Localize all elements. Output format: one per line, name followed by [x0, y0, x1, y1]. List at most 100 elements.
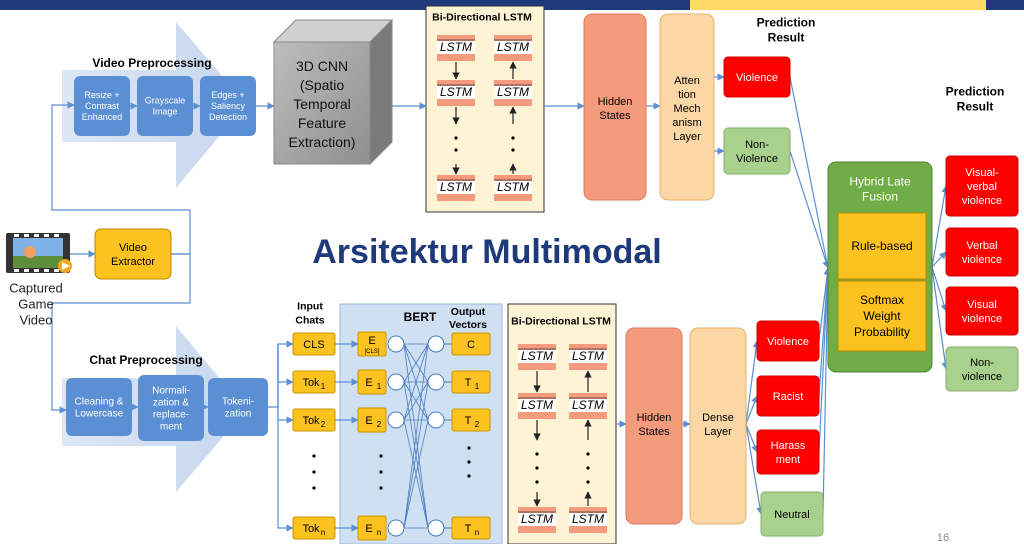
- input-token-label: Tok: [302, 523, 320, 535]
- video-preprocessing-step-2: [137, 76, 193, 136]
- video-lstm-cell: LSTM: [494, 35, 532, 61]
- arrow-to-fusion: [818, 267, 831, 342]
- final-non-violence-label: Non-violence: [962, 357, 1002, 383]
- arrow-to-token: [277, 344, 294, 532]
- embedding-label: E: [365, 377, 372, 389]
- top-bar: [0, 0, 1024, 10]
- arrow-to-fusion: [822, 267, 832, 515]
- film-hole: [14, 234, 19, 237]
- bert-neuron: [427, 411, 445, 429]
- lstm-cell-label: LSTM: [440, 180, 472, 194]
- video-lstm-cell: LSTM: [437, 80, 475, 106]
- arrow-fusion-to-final-verbal-violence: [931, 251, 947, 268]
- output-ellipsis-dot: [467, 474, 471, 478]
- lstm-cell-face: [437, 86, 475, 99]
- final-non-violence-box: [945, 346, 1019, 392]
- chat-neutral-box: [760, 491, 824, 537]
- chat-neutral-label: Neutral: [774, 509, 809, 521]
- embedding-label: E: [365, 523, 372, 535]
- video-non-violence-label: Non-Violence: [736, 139, 778, 165]
- film-hole: [44, 269, 49, 272]
- lstm-cell-label: LSTM: [497, 85, 529, 99]
- lstm-cell-face: [518, 350, 556, 363]
- lstm-cell-face: [569, 350, 607, 363]
- lstm-cell-label: LSTM: [572, 512, 604, 526]
- video-violence-box: [723, 56, 791, 98]
- chat-bilstm-title: Bi-Directional LSTM: [511, 316, 611, 328]
- arrow-to-fusion: [789, 76, 831, 269]
- chat-violence-box: [756, 320, 820, 362]
- cube-side: [369, 18, 393, 166]
- film-hole: [24, 269, 29, 272]
- connectors: [51, 61, 949, 532]
- bert-neuron: [427, 335, 445, 353]
- bert-connection: [403, 343, 429, 421]
- final-verbal-violence-box: [945, 227, 1019, 277]
- film-ground: [13, 256, 63, 268]
- lstm-cell-face: [494, 41, 532, 54]
- output-vector-box: [451, 408, 491, 432]
- lstm-cell-label: LSTM: [521, 349, 553, 363]
- nodes: LSTM LSTM LSTM LSTM LSTM LSTM LSTM LSTM LSTM LSTM…: [6, 13, 1019, 541]
- input-token-label: Tok: [302, 377, 320, 389]
- embedding-box: [357, 331, 387, 357]
- embedding-box: [357, 407, 387, 433]
- film-hole: [14, 269, 19, 272]
- embedding-box: [357, 515, 387, 541]
- lstm-cell-label: LSTM: [521, 398, 553, 412]
- video-non-violence-box: [723, 127, 791, 175]
- token-ellipsis-dot: [312, 486, 316, 490]
- film-hole: [34, 234, 39, 237]
- lstm-ellipsis-dot: [586, 452, 590, 456]
- lstm-cell-label: LSTM: [497, 40, 529, 54]
- chat-preprocessing-step-1: [66, 378, 132, 436]
- output-vector-box: [451, 516, 491, 540]
- embedding-ellipsis-dot: [379, 454, 383, 458]
- chat-preprocessing-step-label: Cleaning &Lowercase: [75, 397, 124, 420]
- bert-connection: [403, 381, 429, 421]
- play-icon: [62, 262, 70, 270]
- input-token-label: CLS: [303, 339, 324, 351]
- chat-racist-box: [756, 375, 820, 417]
- page-number: 16: [937, 532, 949, 544]
- lstm-cell-label: LSTM: [440, 40, 472, 54]
- output-vector-box: [451, 332, 491, 356]
- lstm-cell-label: LSTM: [572, 398, 604, 412]
- arrow-dense-to-chat-violence: [745, 340, 760, 425]
- bert-connection: [403, 343, 429, 383]
- chat-lstm-cell: LSTM: [518, 393, 556, 419]
- softmax-box: [837, 280, 927, 352]
- embedding-subscript: [CLS]: [364, 349, 379, 355]
- output-vector-subscript: n: [475, 528, 479, 537]
- chat-lstm-cell: LSTM: [518, 344, 556, 370]
- input-token-subscript: 1: [321, 382, 326, 391]
- embedding-subscript: 1: [377, 382, 382, 391]
- arrow-dense-to-chat-harassment: [745, 423, 758, 453]
- cube-front: [273, 41, 371, 165]
- lstm-cell-label: LSTM: [572, 349, 604, 363]
- video-violence-label: Violence: [736, 72, 778, 84]
- bert-neuron: [387, 411, 405, 429]
- page-title: Arsitektur Multimodal: [312, 233, 661, 271]
- film-figure: [24, 246, 36, 258]
- film-hole: [34, 269, 39, 272]
- video-extractor-box: [94, 228, 172, 280]
- lstm-ellipsis-dot: [454, 136, 458, 140]
- embedding-label: E: [365, 415, 372, 427]
- dense-layer-box: [689, 327, 747, 525]
- output-vector-box: [451, 370, 491, 394]
- rule-based-box: [837, 212, 927, 280]
- cnn-cube: [272, 18, 394, 166]
- output-ellipsis-dot: [467, 460, 471, 464]
- arrow-to-fusion: [789, 150, 830, 269]
